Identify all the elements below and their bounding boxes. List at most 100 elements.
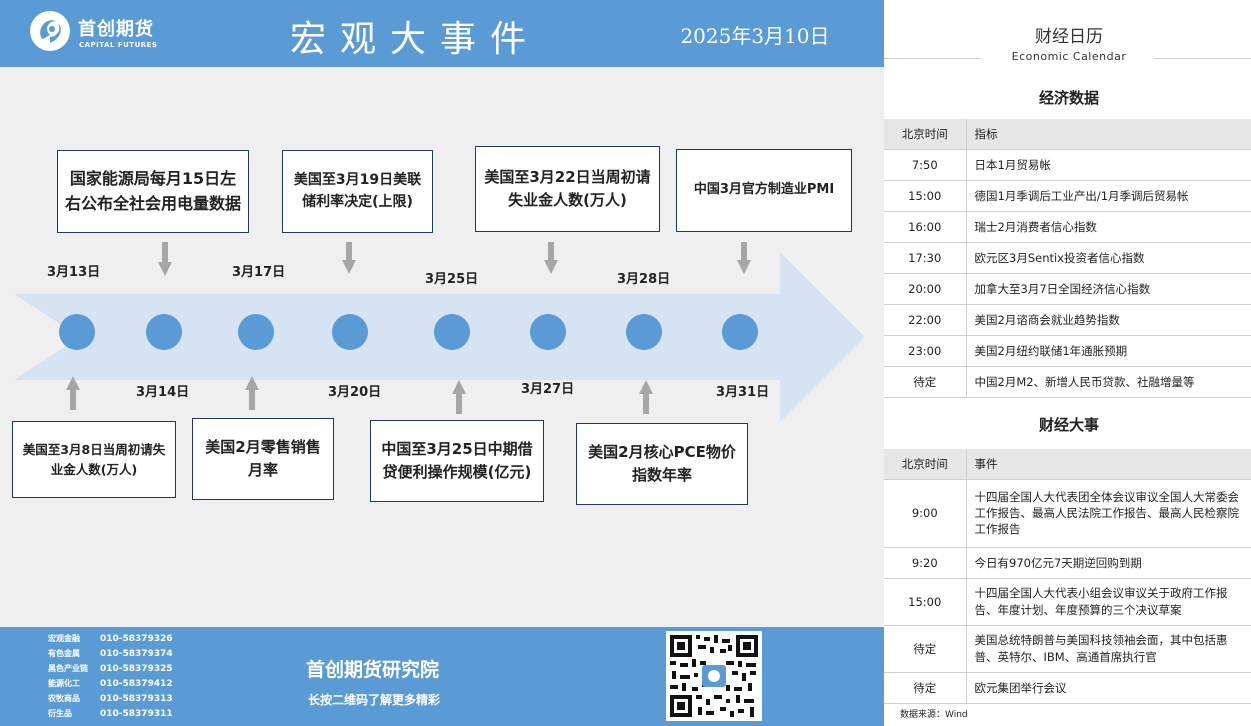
divider — [1154, 58, 1251, 59]
timeline-node — [59, 314, 95, 350]
timeline-node — [238, 314, 274, 350]
date-label: 3月27日 — [521, 382, 575, 397]
up-arrow-icon — [639, 380, 653, 414]
contact-dept: 有色金属 — [48, 649, 80, 658]
logo-icon — [30, 11, 70, 51]
calendar-subtitle: Economic Calendar — [1011, 50, 1127, 63]
contact-phone: 010-58379412 — [100, 679, 173, 689]
macro-events-panel: 首创期货 CAPITAL FUTURES 宏观大事件 2025年3月10日 — [0, 0, 884, 726]
cell-time: 待定 — [884, 366, 967, 398]
up-arrow-icon — [452, 380, 466, 414]
event-box-bottom: 中国至3月25日中期借贷便利操作规模(亿元) — [370, 420, 544, 502]
contact-dept: 宏观金融 — [48, 634, 80, 643]
cell-time: 17:30 — [884, 242, 967, 274]
down-arrow-icon — [342, 242, 356, 274]
event-box-bottom: 美国2月零售销售月率 — [192, 418, 334, 500]
contact-phone: 010-58379325 — [100, 664, 173, 674]
down-arrow-icon — [158, 242, 172, 276]
timeline-node — [530, 314, 566, 350]
cell-item: 欧元集团举行会议 — [966, 672, 1251, 704]
timeline-node — [146, 314, 182, 350]
date-label: 3月25日 — [425, 272, 479, 287]
timeline-node — [626, 314, 662, 350]
cell-item: 今日有970亿元7天期逆回购到期 — [966, 547, 1251, 579]
cell-item: 十四届全国人大代表团全体会议审议全国人大常委会工作报告、最高人民法院工作报告、最… — [966, 479, 1251, 548]
date-label: 3月13日 — [47, 265, 101, 280]
table-header-row: 北京时间 事件 — [884, 449, 1251, 480]
logo-text: 首创期货 — [78, 19, 154, 40]
event-box-top: 中国3月官方制造业PMI — [676, 149, 852, 232]
contact-row: 能源化工 010-58379412 — [48, 678, 173, 689]
timeline-node — [332, 314, 368, 350]
date-label: 3月31日 — [716, 385, 770, 400]
cell-item: 中国2月M2、新增人民币贷款、社融增量等 — [966, 366, 1251, 398]
up-arrow-icon — [245, 376, 259, 410]
column-header: 指标 — [966, 119, 1251, 150]
cell-time: 20:00 — [884, 273, 967, 305]
footer-slogan: 长按二维码了解更多精彩 — [308, 693, 441, 707]
cell-time: 9:20 — [884, 547, 967, 579]
finance-events-title: 财经大事 — [1038, 416, 1099, 434]
qr-code-icon[interactable] — [666, 631, 762, 721]
event-box-top: 国家能源局每月15日左右公布全社会用电量数据 — [57, 150, 249, 233]
cell-time: 待定 — [884, 672, 967, 704]
table-header-row: 北京时间 指标 — [884, 119, 1251, 150]
event-box-bottom: 美国至3月8日当周初请失业金人数(万人) — [12, 421, 176, 498]
timeline-graphic — [14, 242, 865, 422]
cell-item: 欧元区3月Sentix投资者信心指数 — [966, 242, 1251, 274]
up-arrow-icon — [66, 376, 80, 410]
header-date: 2025年3月10日 — [680, 24, 830, 48]
data-source-note: 数据来源：Wind — [900, 710, 968, 720]
economic-calendar-panel: 财经日历 Economic Calendar 经济数据 北京时间 指标 7:50… — [884, 0, 1251, 726]
contact-dept: 黑色产业链 — [48, 664, 88, 673]
event-box-bottom: 美国2月核心PCE物价指数年率 — [576, 423, 748, 505]
table-row: 待定美国总统特朗普与美国科技领袖会面，其中包括惠普、英特尔、IBM、高通首席执行… — [884, 625, 1251, 673]
down-arrow-icon — [737, 242, 751, 274]
down-arrow-icon — [544, 242, 558, 274]
cell-item: 日本1月贸易帐 — [966, 149, 1251, 181]
event-box-top: 美国至3月22日当周初请失业金人数(万人) — [475, 146, 660, 232]
contact-phone: 010-58379313 — [100, 694, 173, 704]
contact-dept: 能源化工 — [48, 679, 80, 688]
cell-time: 待定 — [884, 625, 967, 673]
cell-item: 加拿大至3月7日全国经济信心指数 — [966, 273, 1251, 305]
contact-row: 黑色产业链 010-58379325 — [48, 663, 173, 674]
cell-item: 美国2月纽约联储1年通胀预期 — [966, 335, 1251, 367]
cell-time: 23:00 — [884, 335, 967, 367]
contact-phone: 010-58379311 — [100, 709, 173, 719]
column-header: 事件 — [966, 449, 1251, 480]
contact-row: 宏观金融 010-58379326 — [48, 633, 173, 644]
cell-time: 15:00 — [884, 578, 967, 626]
page-title: 宏观大事件 — [289, 19, 540, 60]
table-row: 待定欧元集团举行会议 — [884, 672, 1251, 704]
cell-time: 7:50 — [884, 149, 967, 181]
calendar-title: 财经日历 — [1035, 27, 1103, 47]
timeline-node — [434, 314, 470, 350]
cell-time: 22:00 — [884, 304, 967, 336]
contact-dept: 农牧商品 — [48, 694, 80, 703]
date-label: 3月17日 — [232, 265, 286, 280]
timeline-node — [722, 314, 758, 350]
date-label: 3月28日 — [617, 272, 671, 287]
cell-item: 瑞士2月消费者信心指数 — [966, 211, 1251, 243]
contact-phone: 010-58379326 — [100, 634, 173, 644]
date-label: 3月20日 — [328, 385, 382, 400]
column-header: 北京时间 — [884, 119, 967, 150]
footer-org-name: 首创期货研究院 — [306, 659, 440, 681]
cell-item: 美国2月谘商会就业趋势指数 — [966, 304, 1251, 336]
logo-subtext: CAPITAL FUTURES — [79, 41, 158, 49]
